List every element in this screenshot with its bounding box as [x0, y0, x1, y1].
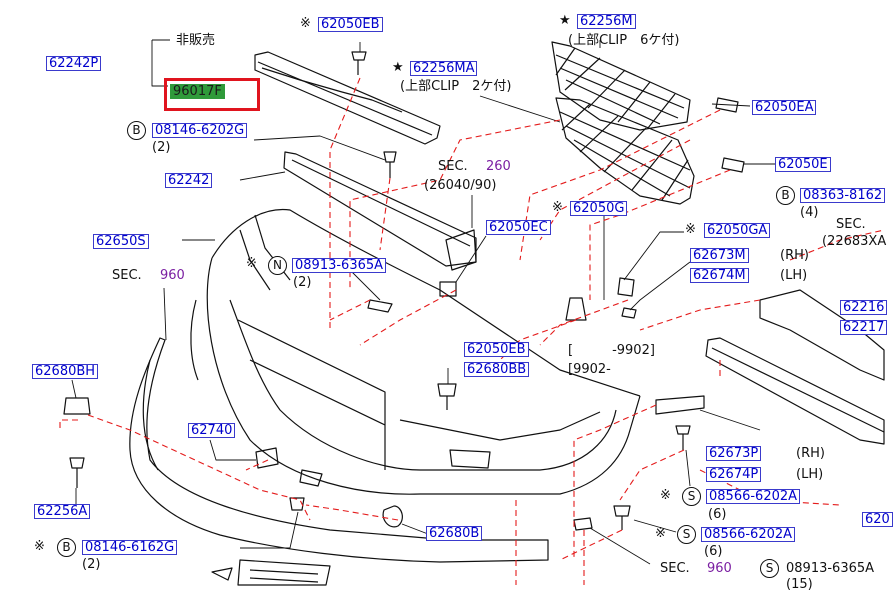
kome-mark: ※: [34, 539, 45, 554]
lh-label: (LH): [796, 467, 824, 482]
part-620-cut-link[interactable]: 620: [862, 512, 893, 527]
part-62242p-link[interactable]: 62242P: [46, 56, 102, 71]
qty-label: (6): [704, 544, 723, 559]
part-62050e-link[interactable]: 62050E: [775, 157, 831, 172]
part-62050ec-link[interactable]: 62050EC: [486, 220, 551, 235]
qty-label: (6): [708, 507, 727, 522]
part-62050eb-mid-link[interactable]: 62050EB: [464, 342, 529, 357]
kome-mark: ※: [655, 526, 666, 541]
dashed-assembly-lines: [59, 77, 885, 585]
part-62256a-link[interactable]: 62256A: [34, 504, 91, 519]
circled-s-icon: S: [682, 487, 701, 506]
qty-label: (4): [800, 205, 819, 220]
circled-s-icon: S: [677, 525, 696, 544]
clip6-note: (上部CLIP 6ケ付): [568, 33, 680, 48]
sec-22683-ref: (22683XA: [822, 234, 887, 249]
kome-mark: ※: [685, 222, 696, 237]
part-96017f-link[interactable]: 96017F: [170, 84, 225, 99]
qty-label: (2): [82, 557, 101, 572]
kome-mark: ※: [552, 200, 563, 215]
part-62256m-link[interactable]: 62256M: [577, 14, 636, 29]
part-62673m-link[interactable]: 62673M: [690, 248, 749, 263]
part-62050eb-top-link[interactable]: 62050EB: [318, 17, 383, 32]
sec-960-link[interactable]: 960: [160, 268, 185, 283]
part-08913-6365a-link[interactable]: 08913-6365A: [292, 258, 387, 273]
part-62050ea-link[interactable]: 62050EA: [752, 100, 817, 115]
selection-frame: [164, 78, 260, 111]
part-62674m-link[interactable]: 62674M: [690, 268, 749, 283]
part-62680bb-link[interactable]: 62680BB: [464, 362, 530, 377]
qty-label: (2): [152, 140, 171, 155]
part-62256ma-link[interactable]: 62256MA: [410, 61, 478, 76]
parts-diagram: 非販売 96017F 62242P ※ 62050EB ★ 62256MA (上…: [32, 13, 893, 592]
part-62217-link[interactable]: 62217: [840, 320, 888, 335]
range-label: [ -9902]: [568, 343, 655, 358]
part-08146-6162g-link[interactable]: 08146-6162G: [82, 540, 178, 555]
sec-label: SEC.: [112, 268, 142, 283]
circled-b-icon: B: [776, 186, 795, 205]
leader-lines: [71, 39, 775, 565]
part-08566-6202a-link[interactable]: 08566-6202A: [706, 489, 801, 504]
diagram-artwork: [59, 39, 885, 586]
rh-label: (RH): [796, 446, 825, 461]
lower-spoiler: [129, 337, 549, 563]
not-for-sale-note: 非販売: [176, 33, 216, 48]
qty-label: (15): [786, 577, 813, 592]
side-reinforcement: [705, 289, 885, 445]
kome-mark: ※: [300, 16, 311, 31]
part-62680bh-link[interactable]: 62680BH: [32, 364, 99, 379]
kome-mark: ※: [246, 256, 257, 271]
part-62050ga-link[interactable]: 62050GA: [704, 223, 771, 238]
part-08566-6202a-link[interactable]: 08566-6202A: [701, 527, 796, 542]
part-62674p-link[interactable]: 62674P: [706, 467, 762, 482]
star-mark: ★: [392, 60, 404, 75]
part-08913-6365a-bottom: 08913-6365A: [786, 561, 875, 576]
part-08146-6202g-link[interactable]: 08146-6202G: [152, 123, 248, 138]
lower-grille-mesh: [555, 97, 695, 205]
qty-label: (2): [293, 275, 312, 290]
bumper-fascia: [190, 208, 641, 495]
range-label: [9902-: [568, 362, 611, 377]
sec-960-link[interactable]: 960: [707, 561, 732, 576]
sec-label: SEC.: [660, 561, 690, 576]
sec-label: SEC.: [438, 159, 468, 174]
star-mark: ★: [559, 13, 571, 28]
part-62673p-link[interactable]: 62673P: [706, 446, 762, 461]
part-62216-link[interactable]: 62216: [840, 300, 888, 315]
circled-s-icon: S: [760, 559, 779, 578]
lh-label: (LH): [780, 268, 808, 283]
part-62050g-link[interactable]: 62050G: [570, 201, 628, 216]
circled-n-icon: N: [268, 256, 287, 275]
upper-grille-mesh: [551, 41, 691, 131]
sec-label: SEC.: [836, 217, 866, 232]
sec-260-link[interactable]: 260: [486, 159, 511, 174]
part-62650s-link[interactable]: 62650S: [93, 234, 149, 249]
circled-b-icon: B: [57, 538, 76, 557]
fasteners: [63, 51, 745, 581]
fog-grille: [237, 559, 331, 586]
part-08363-8162-link[interactable]: 08363-8162: [800, 188, 886, 203]
clip2-note: (上部CLIP 2ケ付): [400, 79, 512, 94]
reinforcement-bar: [254, 51, 441, 145]
sec-260-ref: (26040/90): [424, 178, 497, 193]
part-62740-link[interactable]: 62740: [188, 423, 236, 438]
part-62680b-link[interactable]: 62680B: [426, 526, 483, 541]
lower-stay: [283, 151, 477, 271]
rh-label: (RH): [780, 248, 809, 263]
kome-mark: ※: [660, 488, 671, 503]
part-62242-link[interactable]: 62242: [165, 173, 213, 188]
circled-b-icon: B: [127, 121, 146, 140]
